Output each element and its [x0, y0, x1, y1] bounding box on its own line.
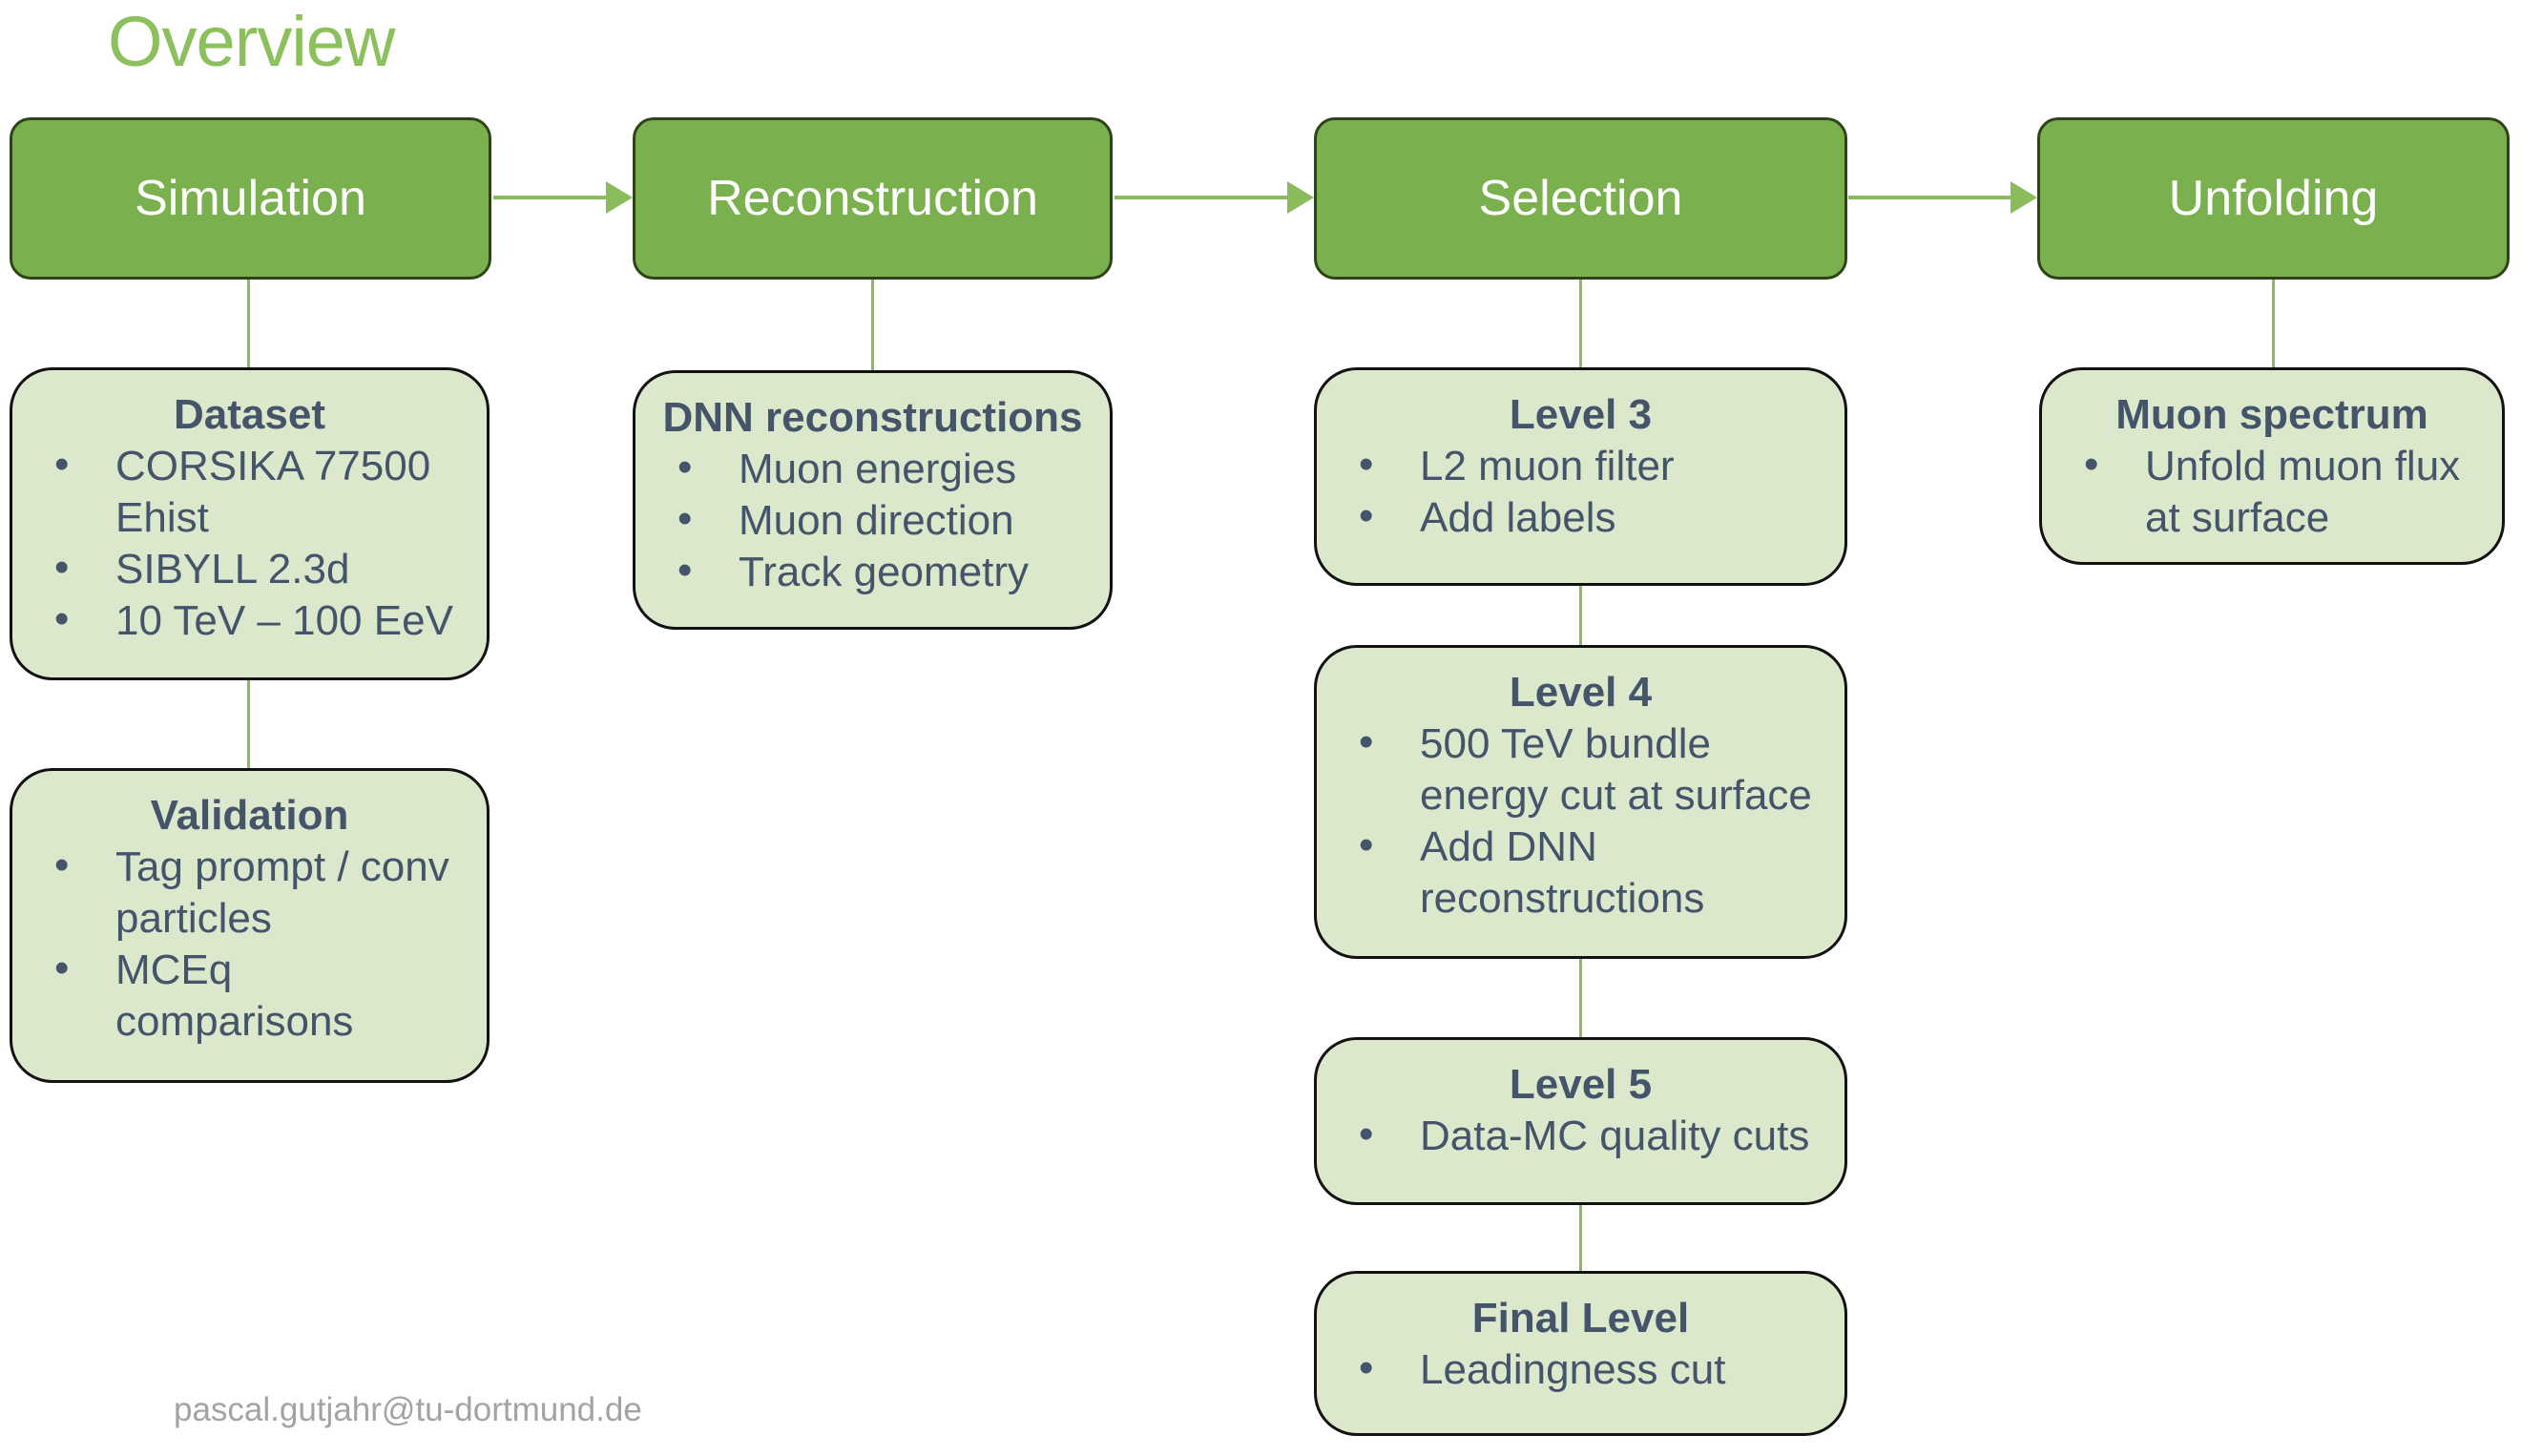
bullet-list: 500 TeV bundle energy cut at surface Add…: [1317, 717, 1844, 925]
connector-level5-finallevel: [1579, 1205, 1582, 1271]
box-title: Validation: [150, 792, 349, 839]
bullet-item: SIBYLL 2.3d: [54, 542, 469, 595]
detail-box-level-3: Level 3 L2 muon filter Add labels: [1314, 367, 1847, 586]
arrowhead-icon: [2011, 181, 2037, 214]
stage-box-reconstruction: Reconstruction: [633, 117, 1113, 280]
connector-level3-level4: [1579, 586, 1582, 645]
bullet-list: Tag prompt / conv particles MCEq compari…: [12, 840, 487, 1048]
bullet-list: Data-MC quality cuts: [1317, 1109, 1844, 1162]
bullet-list: CORSIKA 77500 Ehist SIBYLL 2.3d 10 TeV –…: [12, 439, 487, 647]
connector-reconstruction-dnn: [871, 280, 874, 370]
detail-box-final-level: Final Level Leadingness cut: [1314, 1271, 1847, 1436]
connector-selection-level3: [1579, 280, 1582, 367]
bullet-item: Muon direction: [677, 493, 1093, 547]
arrow-line: [493, 196, 608, 199]
stage-label-simulation: Simulation: [135, 171, 366, 226]
box-title: Final Level: [1471, 1295, 1690, 1342]
bullet-item: Add DNN reconstructions: [1359, 820, 1827, 925]
box-title: Level 5: [1509, 1061, 1653, 1108]
connector-simulation-dataset: [247, 280, 250, 367]
author-email: pascal.gutjahr@tu-dortmund.de: [174, 1391, 642, 1428]
arrow-line: [1848, 196, 2012, 199]
detail-box-level-5: Level 5 Data-MC quality cuts: [1314, 1037, 1847, 1205]
bullet-list: Muon energies Muon direction Track geome…: [636, 442, 1110, 598]
bullet-item: Leadingness cut: [1359, 1342, 1827, 1396]
stage-label-unfolding: Unfolding: [2168, 171, 2379, 226]
box-title: Muon spectrum: [2115, 391, 2428, 438]
bullet-list: L2 muon filter Add labels: [1317, 439, 1844, 544]
bullet-item: 500 TeV bundle energy cut at surface: [1359, 717, 1827, 822]
stage-box-selection: Selection: [1314, 117, 1847, 280]
bullet-item: Data-MC quality cuts: [1359, 1109, 1827, 1162]
stage-label-selection: Selection: [1478, 171, 1683, 226]
stage-label-reconstruction: Reconstruction: [707, 171, 1038, 226]
detail-box-level-4: Level 4 500 TeV bundle energy cut at sur…: [1314, 645, 1847, 959]
detail-box-validation: Validation Tag prompt / conv particles M…: [10, 768, 490, 1083]
bullet-item: Unfold muon flux at surface: [2084, 439, 2485, 544]
bullet-item: MCEq comparisons: [54, 943, 469, 1048]
page-title: Overview: [108, 2, 395, 81]
connector-dataset-validation: [247, 680, 250, 768]
arrow-line: [1115, 196, 1289, 199]
detail-box-dnn-reconstructions: DNN reconstructions Muon energies Muon d…: [633, 370, 1113, 630]
box-title: Dataset: [174, 391, 325, 438]
bullet-item: Muon energies: [677, 442, 1093, 495]
stage-box-simulation: Simulation: [10, 117, 491, 280]
connector-unfolding-muonspectrum: [2272, 280, 2275, 367]
box-title: Level 3: [1509, 391, 1653, 438]
detail-box-muon-spectrum: Muon spectrum Unfold muon flux at surfac…: [2039, 367, 2505, 565]
bullet-item: Add labels: [1359, 490, 1827, 544]
bullet-list: Unfold muon flux at surface: [2042, 439, 2502, 544]
arrowhead-icon: [606, 181, 633, 214]
bullet-item: L2 muon filter: [1359, 439, 1827, 492]
bullet-item: CORSIKA 77500 Ehist: [54, 439, 469, 544]
box-title: DNN reconstructions: [662, 394, 1083, 441]
box-title: Level 4: [1509, 669, 1653, 716]
arrowhead-icon: [1287, 181, 1314, 214]
bullet-item: Tag prompt / conv particles: [54, 840, 469, 945]
bullet-list: Leadingness cut: [1317, 1342, 1844, 1396]
detail-box-dataset: Dataset CORSIKA 77500 Ehist SIBYLL 2.3d …: [10, 367, 490, 680]
stage-box-unfolding: Unfolding: [2037, 117, 2510, 280]
bullet-item: 10 TeV – 100 EeV: [54, 593, 469, 647]
connector-level4-level5: [1579, 959, 1582, 1037]
bullet-item: Track geometry: [677, 545, 1093, 598]
